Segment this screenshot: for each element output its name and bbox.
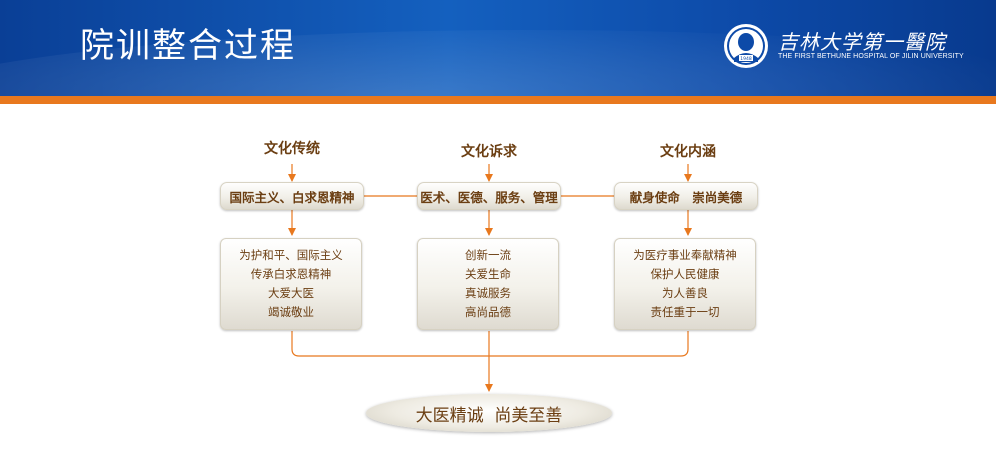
result-oval: 大医精诚 尚美至善	[366, 394, 612, 432]
box-line: 创新一流	[465, 248, 511, 262]
box-line: 保护人民健康	[650, 267, 720, 281]
box-line: 传承白求恩精神	[250, 267, 332, 281]
box-line: 竭诚敬业	[268, 305, 314, 319]
box-line: 大爱大医	[268, 286, 314, 300]
page-title: 院训整合过程	[80, 26, 296, 66]
hospital-emblem-icon: 1948	[724, 24, 768, 68]
box-connotation: 为医疗事业奉献精神 保护人民健康 为人善良 责任重于一切	[614, 238, 756, 330]
pill-tradition: 国际主义、白求恩精神	[220, 182, 364, 210]
header-banner: 院训整合过程 1948 吉林大学第一醫院 THE FIRST BETHUNE H…	[0, 0, 996, 96]
box-line: 责任重于一切	[650, 305, 720, 319]
heading-culture-connotation: 文化内涵	[660, 144, 716, 160]
logo-english-name: THE FIRST BETHUNE HOSPITAL OF JILIN UNIV…	[778, 53, 964, 60]
box-line: 真诚服务	[465, 286, 511, 300]
merge-line-left	[291, 331, 489, 357]
emblem-year: 1948	[740, 56, 752, 62]
box-line: 为人善良	[662, 286, 708, 300]
heading-culture-demand: 文化诉求	[461, 144, 517, 160]
merge-line-right	[489, 331, 689, 357]
box-line: 关爱生命	[465, 267, 511, 281]
box-demand: 创新一流 关爱生命 真诚服务 高尚品德	[417, 238, 559, 330]
pill-demand: 医术、医德、服务、管理	[417, 182, 561, 210]
orange-divider	[0, 96, 996, 104]
hospital-logo: 1948 吉林大学第一醫院 THE FIRST BETHUNE HOSPITAL…	[722, 22, 964, 72]
pill-connotation: 献身使命 崇尚美德	[614, 182, 758, 210]
box-tradition: 为护和平、国际主义 传承白求恩精神 大爱大医 竭诚敬业	[220, 238, 362, 330]
logo-chinese-name: 吉林大学第一醫院	[778, 30, 946, 54]
box-line: 为医疗事业奉献精神	[633, 248, 737, 262]
box-line: 为护和平、国际主义	[239, 248, 343, 262]
box-line: 高尚品德	[465, 305, 511, 319]
heading-culture-tradition: 文化传统	[264, 141, 320, 157]
